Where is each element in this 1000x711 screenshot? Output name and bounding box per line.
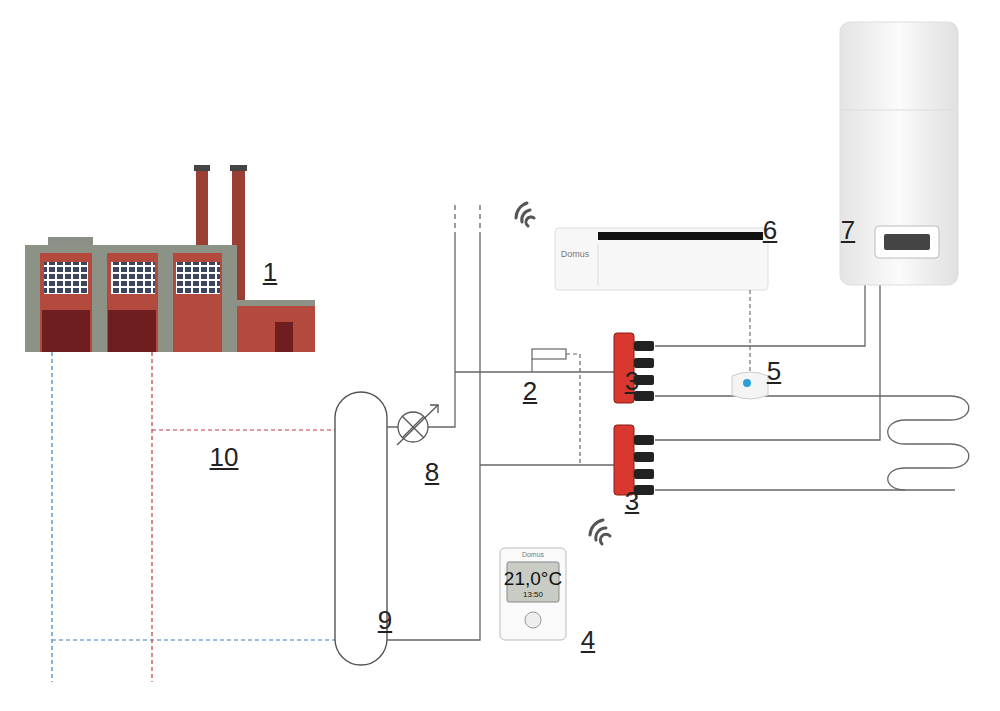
network-pipes <box>52 352 336 682</box>
pipe-breaks <box>455 214 480 232</box>
wifi-icons <box>516 203 610 544</box>
heat-pump <box>840 22 958 285</box>
callout-number: 9 <box>378 607 392 633</box>
callout-number: 2 <box>523 378 537 404</box>
brand-text: Domus <box>561 250 590 259</box>
callout-number: 5 <box>767 358 781 384</box>
pipe-open-ends <box>455 205 480 232</box>
manifolds <box>614 333 654 495</box>
callout-number: 10 <box>210 444 239 470</box>
callout-number: 3 <box>625 368 639 394</box>
pipes <box>387 232 969 640</box>
display-time: 13:50 <box>523 591 543 599</box>
valve-symbol <box>532 349 580 465</box>
thermostat <box>500 548 566 640</box>
callout-number: 4 <box>581 627 595 653</box>
callout-number: 8 <box>425 459 439 485</box>
callout-number: 3 <box>625 488 639 514</box>
callout-number: 7 <box>841 217 855 243</box>
callout-number: 1 <box>263 259 277 285</box>
callout-number: 6 <box>763 217 777 243</box>
display-reading: 21,0°C <box>504 569 562 588</box>
pump-symbol <box>397 405 438 445</box>
factory <box>25 165 315 352</box>
brand-text: Domus <box>522 551 544 558</box>
controller-unit <box>555 228 768 372</box>
sensor <box>732 372 768 399</box>
